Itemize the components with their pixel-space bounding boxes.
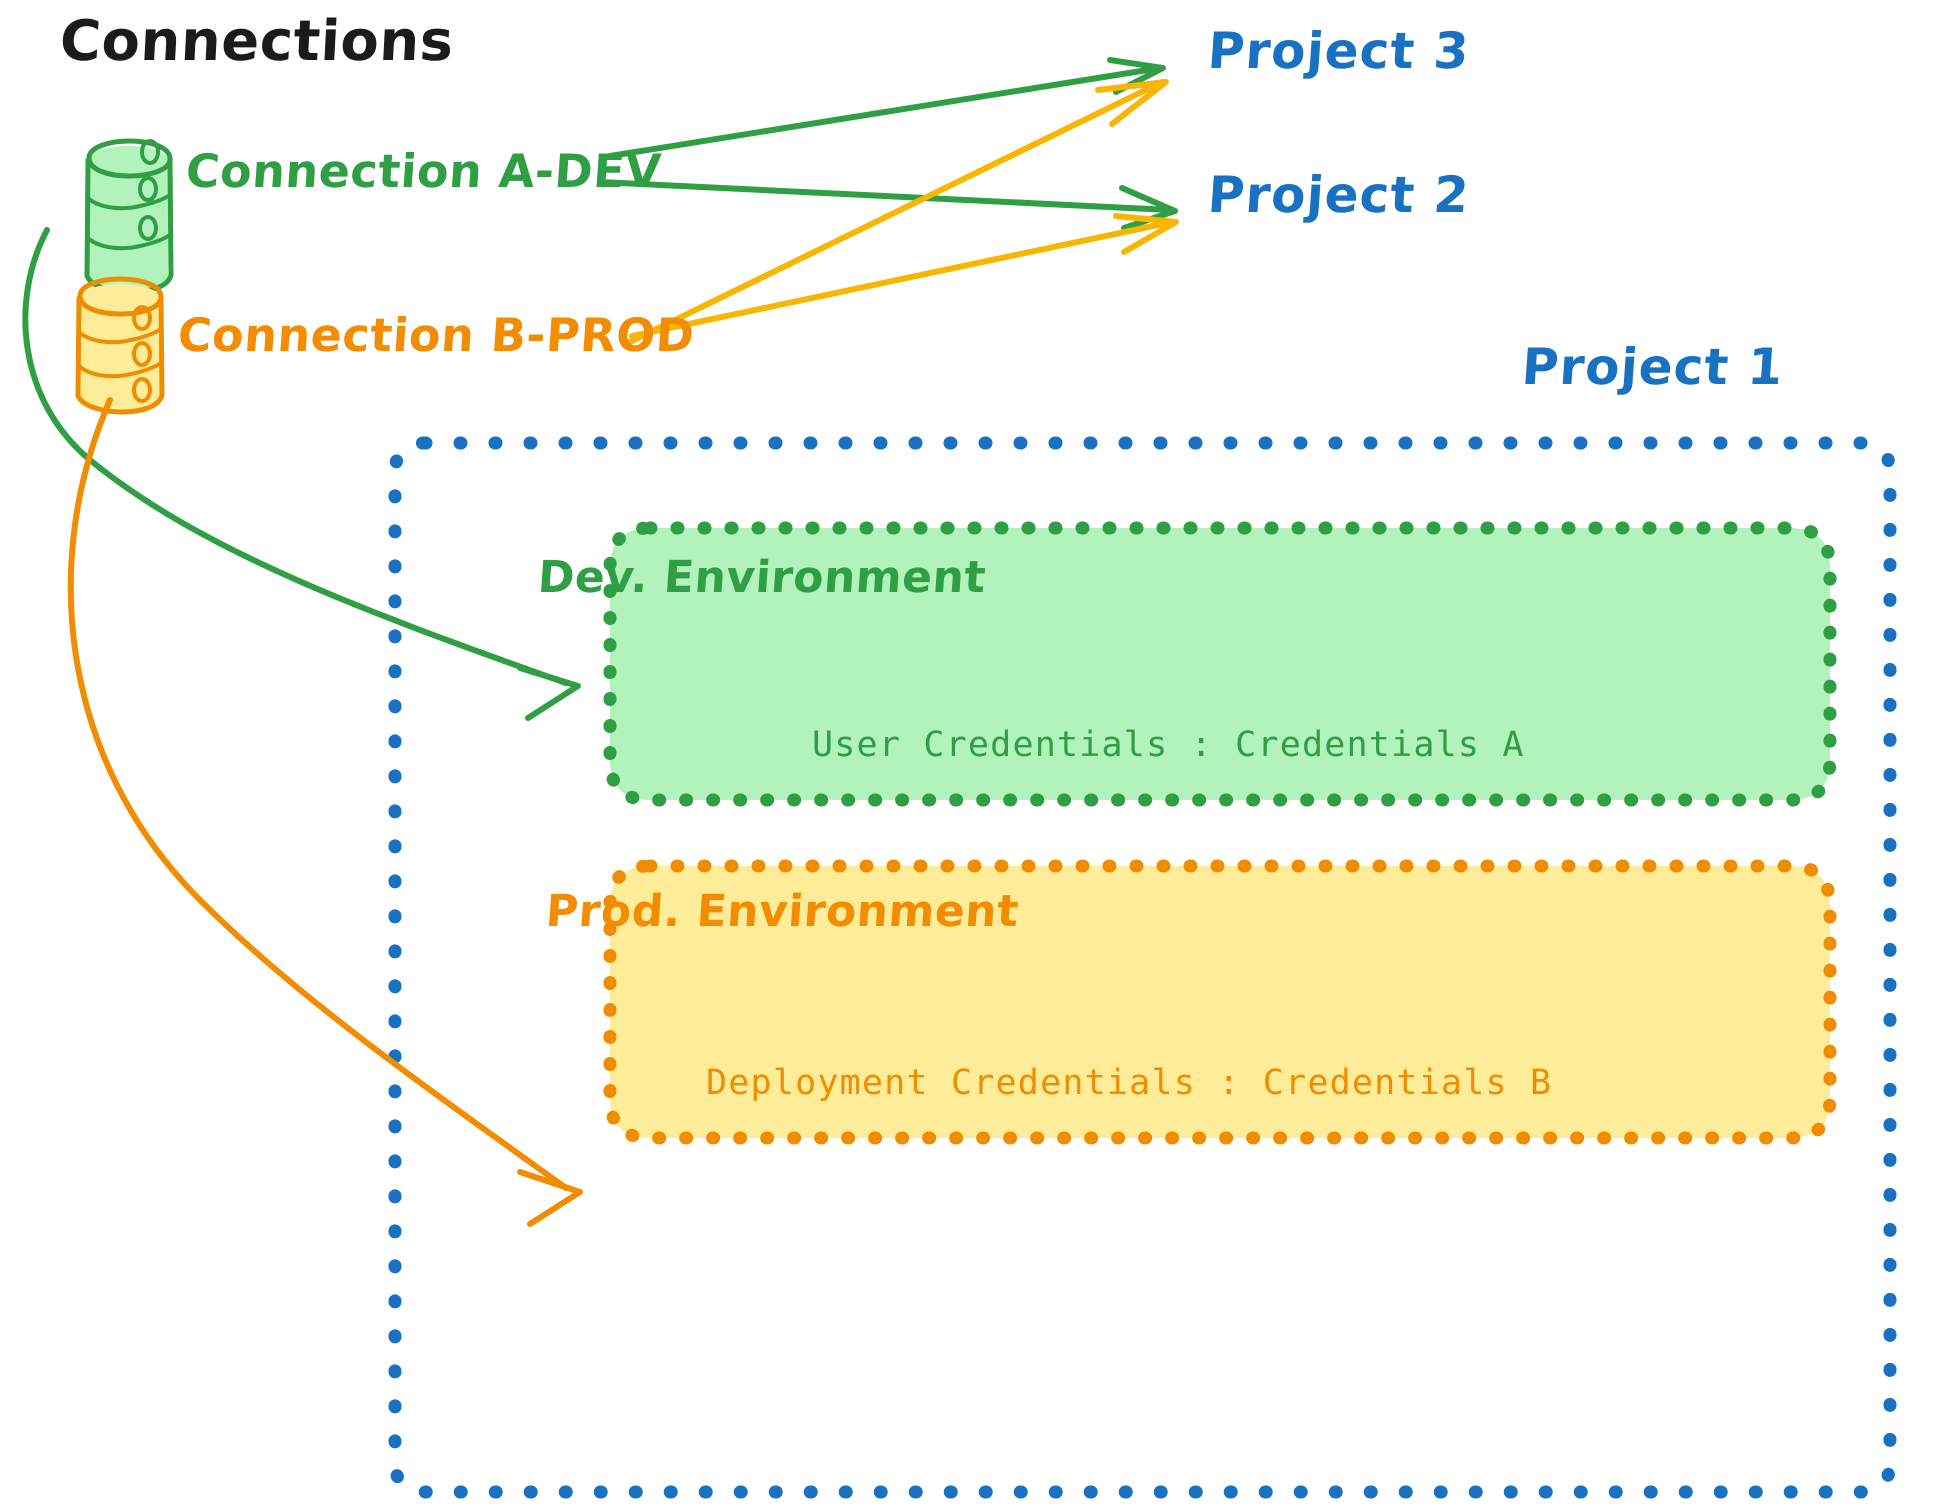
project-label-project-3[interactable]: Project 3 (1205, 22, 1472, 80)
project-label-project-1[interactable]: Project 1 (1519, 338, 1786, 396)
edge-b-prod-to-project-2 (629, 213, 1179, 339)
project-1-boundary (388, 436, 1897, 1499)
database-icon-b-prod (75, 276, 165, 415)
dev-environment-title: Dev. Environment (536, 552, 988, 603)
edge-a-dev-to-dev-environment (22, 227, 581, 721)
dev-environment-box (603, 521, 1837, 807)
edge-a-dev-to-project-2 (597, 179, 1178, 231)
project-label-project-2[interactable]: Project 2 (1205, 166, 1472, 224)
edge-b-prod-to-project-3 (627, 79, 1169, 345)
edge-b-prod-to-prod-environment (67, 397, 583, 1227)
database-icon-a-dev (84, 138, 174, 295)
dev-environment-credentials: User Credentials : Credentials A (812, 725, 1525, 765)
prod-environment-box (603, 859, 1837, 1145)
prod-environment-title: Prod. Environment (544, 886, 1021, 937)
connection-label-a-dev[interactable]: Connection A-DEV (184, 144, 664, 198)
prod-environment-credentials: Deployment Credentials : Credentials B (706, 1063, 1553, 1103)
connection-label-b-prod[interactable]: Connection B-PROD (176, 308, 697, 362)
edge-a-dev-to-project-3 (607, 57, 1166, 159)
page-title: Connections (58, 9, 456, 74)
